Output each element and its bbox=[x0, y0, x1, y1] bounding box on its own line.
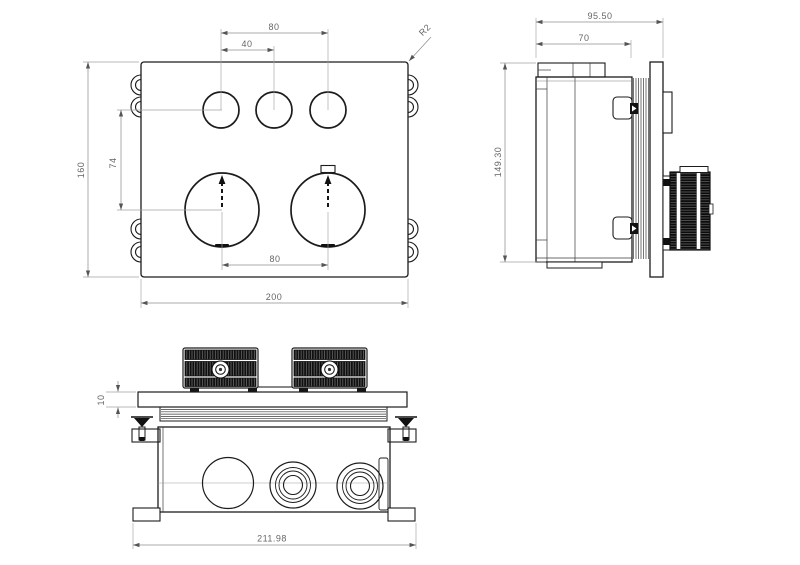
knob-right-bottom-view bbox=[291, 347, 368, 393]
outlet-port-left bbox=[269, 461, 317, 509]
foot-flange-left bbox=[132, 507, 161, 522]
side-dimension-extensions bbox=[500, 18, 664, 263]
dim-plate-height: 160 bbox=[76, 62, 91, 277]
knob-left-foot-1 bbox=[190, 388, 199, 393]
bracket-left bbox=[131, 428, 161, 443]
mounting-clips-right bbox=[407, 74, 419, 263]
dim-label-plate-height: 160 bbox=[76, 162, 86, 179]
body-top-step-lines bbox=[538, 63, 591, 77]
dim-port-half-span: 40 bbox=[221, 39, 274, 53]
handle-stem-tab-bottom bbox=[663, 238, 670, 245]
handle-stem-tab-top bbox=[663, 179, 670, 186]
knob-right-foot-2 bbox=[357, 388, 366, 393]
radius-callout: R2 bbox=[408, 22, 433, 62]
dim-knob-span: 80 bbox=[222, 254, 328, 268]
faceplate-side bbox=[649, 61, 664, 278]
foot-flange-right bbox=[387, 507, 416, 522]
dim-label-row-offset: 74 bbox=[108, 157, 118, 168]
mounting-clips-left bbox=[130, 74, 142, 263]
dim-label-plate-thickness: 10 bbox=[96, 394, 106, 405]
handle-knurled-knob-side bbox=[669, 171, 711, 251]
knob-right-button bbox=[320, 164, 336, 174]
dim-label-knob-span: 80 bbox=[269, 254, 280, 264]
retaining-clip-bottom bbox=[612, 216, 638, 240]
knob-side-notch bbox=[708, 203, 714, 215]
dim-port-span: 80 bbox=[221, 22, 328, 36]
bottom-dimension-extensions bbox=[106, 391, 417, 549]
dim-plate-width: 200 bbox=[141, 292, 408, 306]
knob-right-foot-1 bbox=[299, 388, 308, 393]
bracket-right bbox=[387, 428, 417, 443]
dim-row-offset: 74 bbox=[108, 110, 124, 210]
knob-top-cap bbox=[679, 166, 709, 173]
front-dimension-extensions bbox=[83, 29, 409, 308]
dim-label-body-depth: 70 bbox=[578, 33, 589, 43]
screw-right bbox=[387, 416, 417, 443]
dim-label-plate-width: 200 bbox=[266, 292, 283, 302]
knob-grip-gap-1 bbox=[676, 172, 681, 250]
body-bottom-lip bbox=[546, 261, 603, 269]
dim-plate-thickness: 10 bbox=[96, 381, 121, 418]
dim-label-overall-depth: 95.50 bbox=[587, 11, 612, 21]
dim-label-port-span: 80 bbox=[268, 22, 279, 32]
side-view: 95.50 70 149.30 bbox=[493, 11, 714, 278]
dim-overall-width: 211.98 bbox=[133, 534, 416, 548]
knob-grip-gap-2 bbox=[696, 172, 701, 250]
front-view: 80 40 160 74 80 200 R2 bbox=[76, 22, 433, 308]
box-inner-tab bbox=[378, 457, 389, 511]
knob-left-bottom-view bbox=[182, 347, 259, 393]
valve-body-inner-lines bbox=[536, 77, 632, 262]
faceplate-outline bbox=[140, 61, 409, 278]
dim-body-height: 149.30 bbox=[493, 63, 508, 262]
faceplate-upper-tab bbox=[662, 91, 673, 134]
dim-overall-depth: 95.50 bbox=[536, 11, 663, 25]
screw-left bbox=[131, 416, 161, 443]
retaining-clip-top bbox=[612, 96, 638, 120]
mounting-plate-bottom-view bbox=[137, 391, 408, 408]
inlet-opening bbox=[201, 456, 255, 510]
dim-label-port-half-span: 40 bbox=[241, 39, 252, 49]
dim-label-body-height: 149.30 bbox=[493, 147, 503, 178]
dim-label-overall-width: 211.98 bbox=[257, 534, 287, 544]
bottom-view: 10 211.98 bbox=[96, 347, 417, 549]
outlet-port-right bbox=[336, 462, 384, 510]
dim-label-corner-radius: R2 bbox=[417, 22, 433, 38]
knob-left-foot-2 bbox=[248, 388, 257, 393]
valve-box-bottom-view bbox=[157, 426, 391, 513]
seal-ribs-bottom-view bbox=[159, 406, 388, 422]
dim-body-depth: 70 bbox=[536, 33, 631, 47]
